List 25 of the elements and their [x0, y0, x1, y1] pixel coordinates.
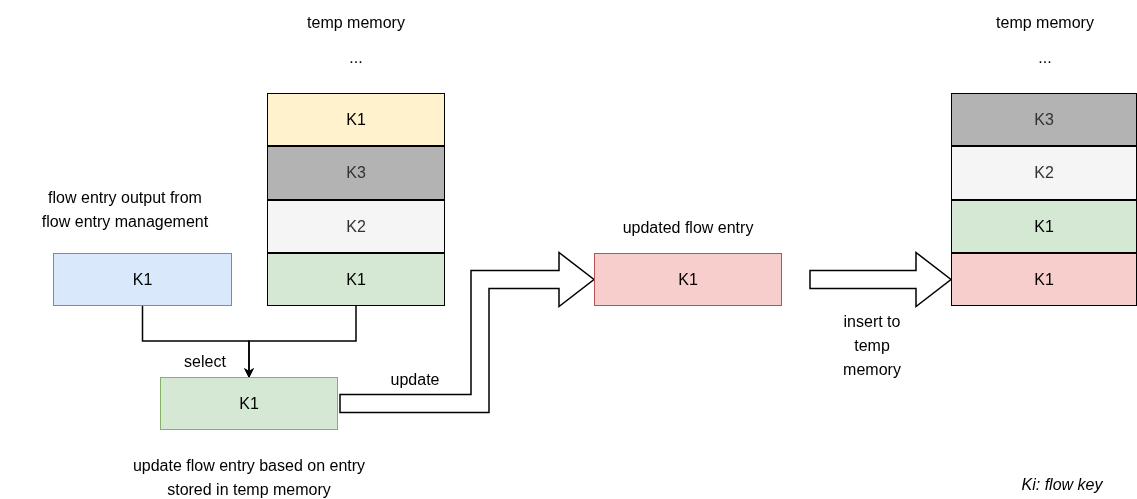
- entry-box: K1: [160, 377, 338, 430]
- memory-cell: K1: [267, 93, 445, 146]
- memory-label: temp memory: [306, 13, 406, 33]
- edge-label: update: [389, 370, 441, 390]
- node-label: update flow entry based on entry stored in temp memory: [131, 456, 367, 499]
- memory-cell: K1: [951, 200, 1137, 253]
- block-arrow: [339, 250, 596, 414]
- node-label: updated flow entry: [621, 218, 755, 238]
- edge-label: select: [183, 352, 227, 372]
- arrow: [244, 305, 357, 378]
- memory-cell: K1: [951, 253, 1137, 306]
- edge-label: insert to temp memory: [842, 312, 902, 380]
- memory-label: temp memory: [995, 13, 1095, 33]
- memory-cell: K3: [951, 93, 1137, 146]
- entry-box: K1: [594, 253, 782, 306]
- memory-cell: K1: [267, 253, 445, 306]
- entry-box: K1: [53, 253, 232, 306]
- ellipsis: ...: [1037, 48, 1053, 68]
- ellipsis: ...: [348, 48, 364, 68]
- note: Ki: flow key: [1020, 475, 1104, 495]
- block-arrow: [809, 250, 953, 309]
- memory-cell: K2: [951, 146, 1137, 200]
- memory-cell: K3: [267, 146, 445, 200]
- memory-cell: K2: [267, 200, 445, 253]
- node-label: flow entry output from flow entry management: [40, 188, 210, 232]
